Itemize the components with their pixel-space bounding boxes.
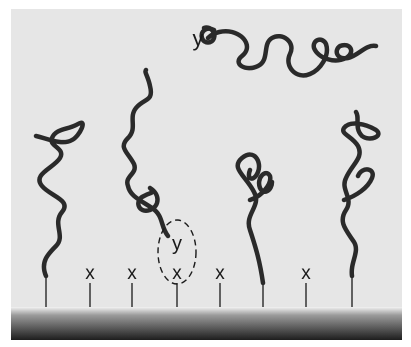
site-label-2: x [127,263,137,284]
substrate-surface [11,307,402,340]
background-panel [11,9,402,309]
site-label-4: x [215,263,225,284]
circled-label: y [172,233,182,255]
site-label-3: x [172,263,182,284]
free-chain-label: y [193,26,204,51]
site-label-5: x [301,263,311,284]
site-label-1: x [85,263,95,284]
